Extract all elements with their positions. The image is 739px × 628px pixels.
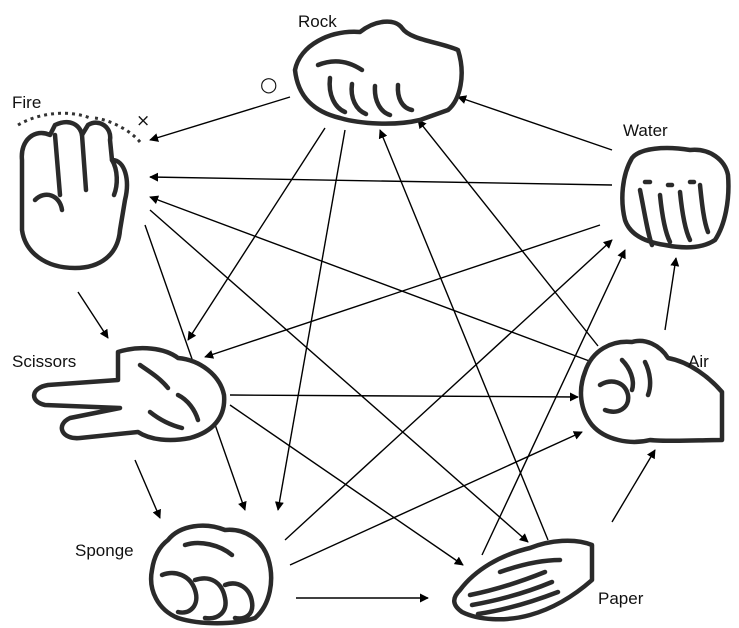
arrow-scissors-to-paper bbox=[230, 405, 463, 565]
circle-mark: ○ bbox=[260, 72, 277, 96]
arrow-air-to-rock bbox=[418, 120, 598, 346]
arrow-air-to-fire bbox=[150, 197, 592, 362]
node-label-water: Water bbox=[623, 121, 668, 140]
arrow-water-to-scissors bbox=[205, 225, 600, 357]
node-label-scissors: Scissors bbox=[12, 352, 76, 371]
paper-hand-icon bbox=[454, 541, 592, 620]
arrow-rock-to-scissors bbox=[188, 128, 325, 340]
arrow-scissors-to-air bbox=[230, 395, 578, 397]
sponge-hand-icon bbox=[151, 526, 271, 624]
arrow-rock-to-fire bbox=[150, 97, 290, 140]
arrow-paper-to-rock bbox=[380, 130, 548, 540]
arrow-air-to-water bbox=[665, 258, 676, 330]
arrow-water-to-rock bbox=[458, 97, 612, 150]
cross-mark: × bbox=[136, 111, 150, 131]
arrow-water-to-fire bbox=[150, 177, 612, 185]
node-label-air: Air bbox=[688, 352, 709, 371]
fire-hand-icon bbox=[18, 113, 140, 268]
node-label-rock: Rock bbox=[298, 12, 337, 31]
node-label-sponge: Sponge bbox=[75, 541, 134, 560]
arrow-sponge-to-water bbox=[285, 240, 612, 540]
edges-layer bbox=[78, 97, 676, 598]
rock-hand-icon bbox=[295, 22, 462, 124]
node-label-fire: Fire bbox=[12, 93, 41, 112]
arrow-fire-to-scissors bbox=[78, 292, 108, 338]
water-hand-icon bbox=[622, 148, 728, 247]
arrow-rock-to-sponge bbox=[278, 130, 345, 510]
arrow-scissors-to-sponge bbox=[135, 460, 160, 518]
node-label-paper: Paper bbox=[598, 589, 644, 608]
arrow-paper-to-air bbox=[612, 450, 655, 522]
